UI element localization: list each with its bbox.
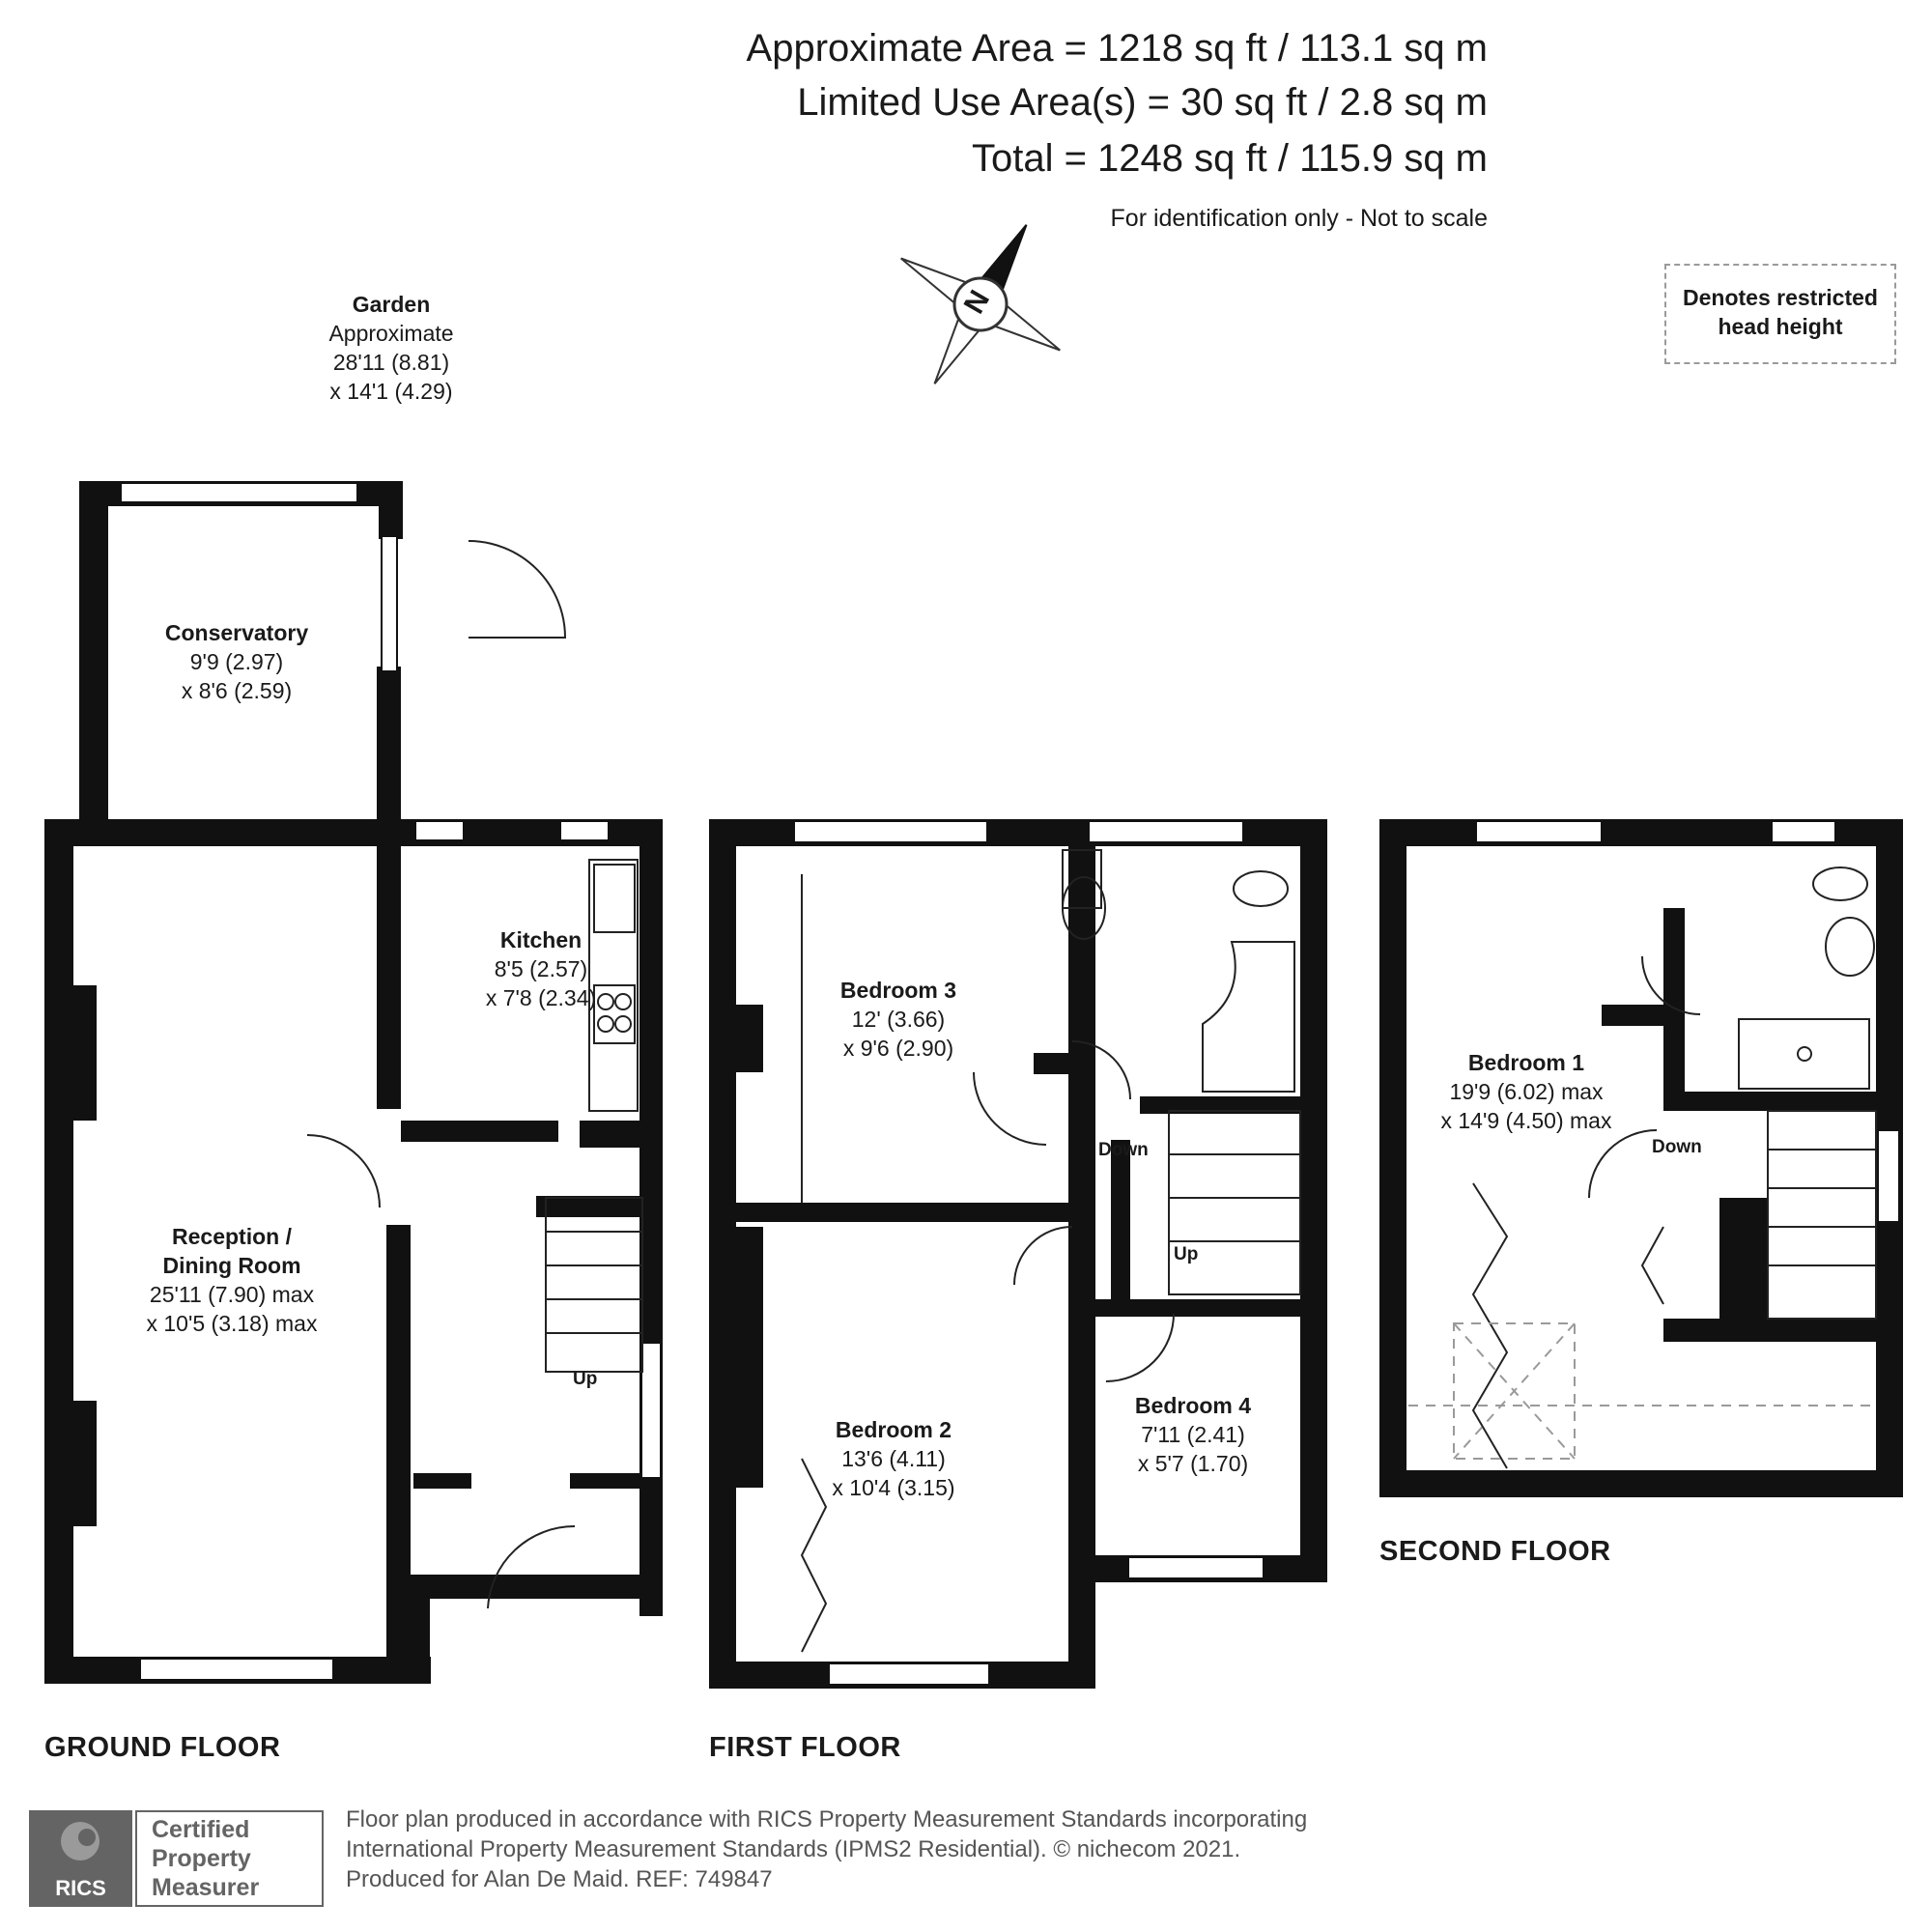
second-floor-fixtures — [1471, 867, 1877, 1469]
ground-floor-label: GROUND FLOOR — [44, 1732, 281, 1763]
room-dim-1: 19'9 (6.02) max — [1449, 1079, 1604, 1104]
garden-line-1: Approximate — [328, 321, 454, 346]
legend-line-1: Denotes restricted — [1683, 285, 1878, 310]
ground-floor-walls — [44, 481, 663, 1684]
garden-label: Garden Approximate 28'11 (8.81) x 14'1 (… — [290, 290, 493, 406]
badge-line-3: Measurer — [152, 1874, 260, 1901]
limited-use-area: Limited Use Area(s) = 30 sq ft / 2.8 sq … — [797, 81, 1488, 124]
stairs-up-first: Up — [1174, 1244, 1199, 1264]
scale-disclaimer: For identification only - Not to scale — [1110, 205, 1488, 232]
room-name: Bedroom 1 — [1467, 1050, 1585, 1075]
room-dim-1: 12' (3.66) — [851, 1007, 946, 1032]
first-floor-fixtures — [800, 849, 1301, 1653]
room-dim-2: x 14'9 (4.50) max — [1440, 1108, 1612, 1133]
room-bedroom-4: Bedroom 4 7'11 (2.41) x 5'7 (1.70) — [1096, 1391, 1290, 1478]
room-dim-2: x 5'7 (1.70) — [1137, 1451, 1249, 1476]
room-dim-2: x 10'4 (3.15) — [832, 1475, 955, 1500]
ground-floor-fixtures — [306, 540, 643, 1609]
room-bedroom-3: Bedroom 3 12' (3.66) x 9'6 (2.90) — [802, 976, 995, 1063]
stairs-down-second: Down — [1652, 1137, 1702, 1157]
room-dim-1: 13'6 (4.11) — [841, 1446, 946, 1471]
room-dim-2: x 8'6 (2.59) — [181, 678, 293, 703]
certified-measurer-badge: Certified Property Measurer — [135, 1810, 324, 1907]
first-floor-label: FIRST FLOOR — [709, 1732, 901, 1763]
room-dim-1: 7'11 (2.41) — [1141, 1422, 1245, 1447]
total-area: Total = 1248 sq ft / 115.9 sq m — [971, 137, 1488, 180]
stairs-down-first: Down — [1098, 1140, 1149, 1160]
room-name-2: Dining Room — [162, 1253, 301, 1278]
room-name: Conservatory — [164, 620, 309, 645]
rics-logo-text: RICS — [55, 1876, 106, 1900]
room-kitchen: Kitchen 8'5 (2.57) x 7'8 (2.34) — [444, 925, 638, 1012]
room-bedroom-1: Bedroom 1 19'9 (6.02) max x 14'9 (4.50) … — [1410, 1048, 1642, 1135]
room-dim-2: x 7'8 (2.34) — [485, 985, 597, 1010]
room-name: Kitchen — [499, 927, 582, 952]
room-dim-2: x 10'5 (3.18) max — [146, 1311, 318, 1336]
footer-line-2: International Property Measurement Stand… — [346, 1836, 1241, 1862]
first-floor-windows — [793, 820, 1264, 1686]
compass-center — [952, 276, 1009, 332]
ground-floor-windows — [120, 482, 662, 1681]
second-floor-label: SECOND FLOOR — [1379, 1536, 1611, 1567]
rics-logo: RICS — [29, 1810, 132, 1907]
garden-line-2: 28'11 (8.81) — [332, 350, 450, 375]
first-floor-walls — [709, 819, 1327, 1689]
approximate-area: Approximate Area = 1218 sq ft / 113.1 sq… — [746, 27, 1488, 70]
second-floor-windows — [1475, 820, 1900, 1223]
room-dim-2: x 9'6 (2.90) — [842, 1036, 954, 1061]
legend-line-2: head height — [1718, 314, 1843, 339]
stairs-up-ground: Up — [573, 1369, 598, 1389]
room-name-1: Reception / — [172, 1224, 292, 1249]
room-conservatory: Conservatory 9'9 (2.97) x 8'6 (2.59) — [126, 618, 348, 705]
room-bedroom-2: Bedroom 2 13'6 (4.11) x 10'4 (3.15) — [797, 1415, 990, 1502]
restricted-head-height-area — [1408, 1322, 1874, 1460]
rics-lion-icon — [61, 1822, 99, 1861]
room-name: Bedroom 2 — [835, 1417, 952, 1442]
badge-line-1: Certified — [152, 1816, 250, 1843]
footer-line-1: Floor plan produced in accordance with R… — [346, 1806, 1308, 1833]
second-floor-walls — [1379, 819, 1903, 1497]
room-dim-1: 9'9 (2.97) — [189, 649, 284, 674]
garden-name: Garden — [352, 292, 431, 317]
room-dim-1: 8'5 (2.57) — [494, 956, 588, 981]
room-dim-1: 25'11 (7.90) max — [149, 1282, 315, 1307]
badge-line-2: Property — [152, 1845, 251, 1872]
garden-line-3: x 14'1 (4.29) — [329, 379, 453, 404]
restricted-height-legend: Denotes restricted head height — [1664, 264, 1896, 364]
room-reception-dining: Reception / Dining Room 25'11 (7.90) max… — [106, 1222, 357, 1338]
room-name: Bedroom 4 — [1134, 1393, 1252, 1418]
footer-text: Floor plan produced in accordance with R… — [346, 1804, 1307, 1894]
footer-line-3: Produced for Alan De Maid. REF: 749847 — [346, 1866, 773, 1892]
room-name: Bedroom 3 — [839, 978, 957, 1003]
